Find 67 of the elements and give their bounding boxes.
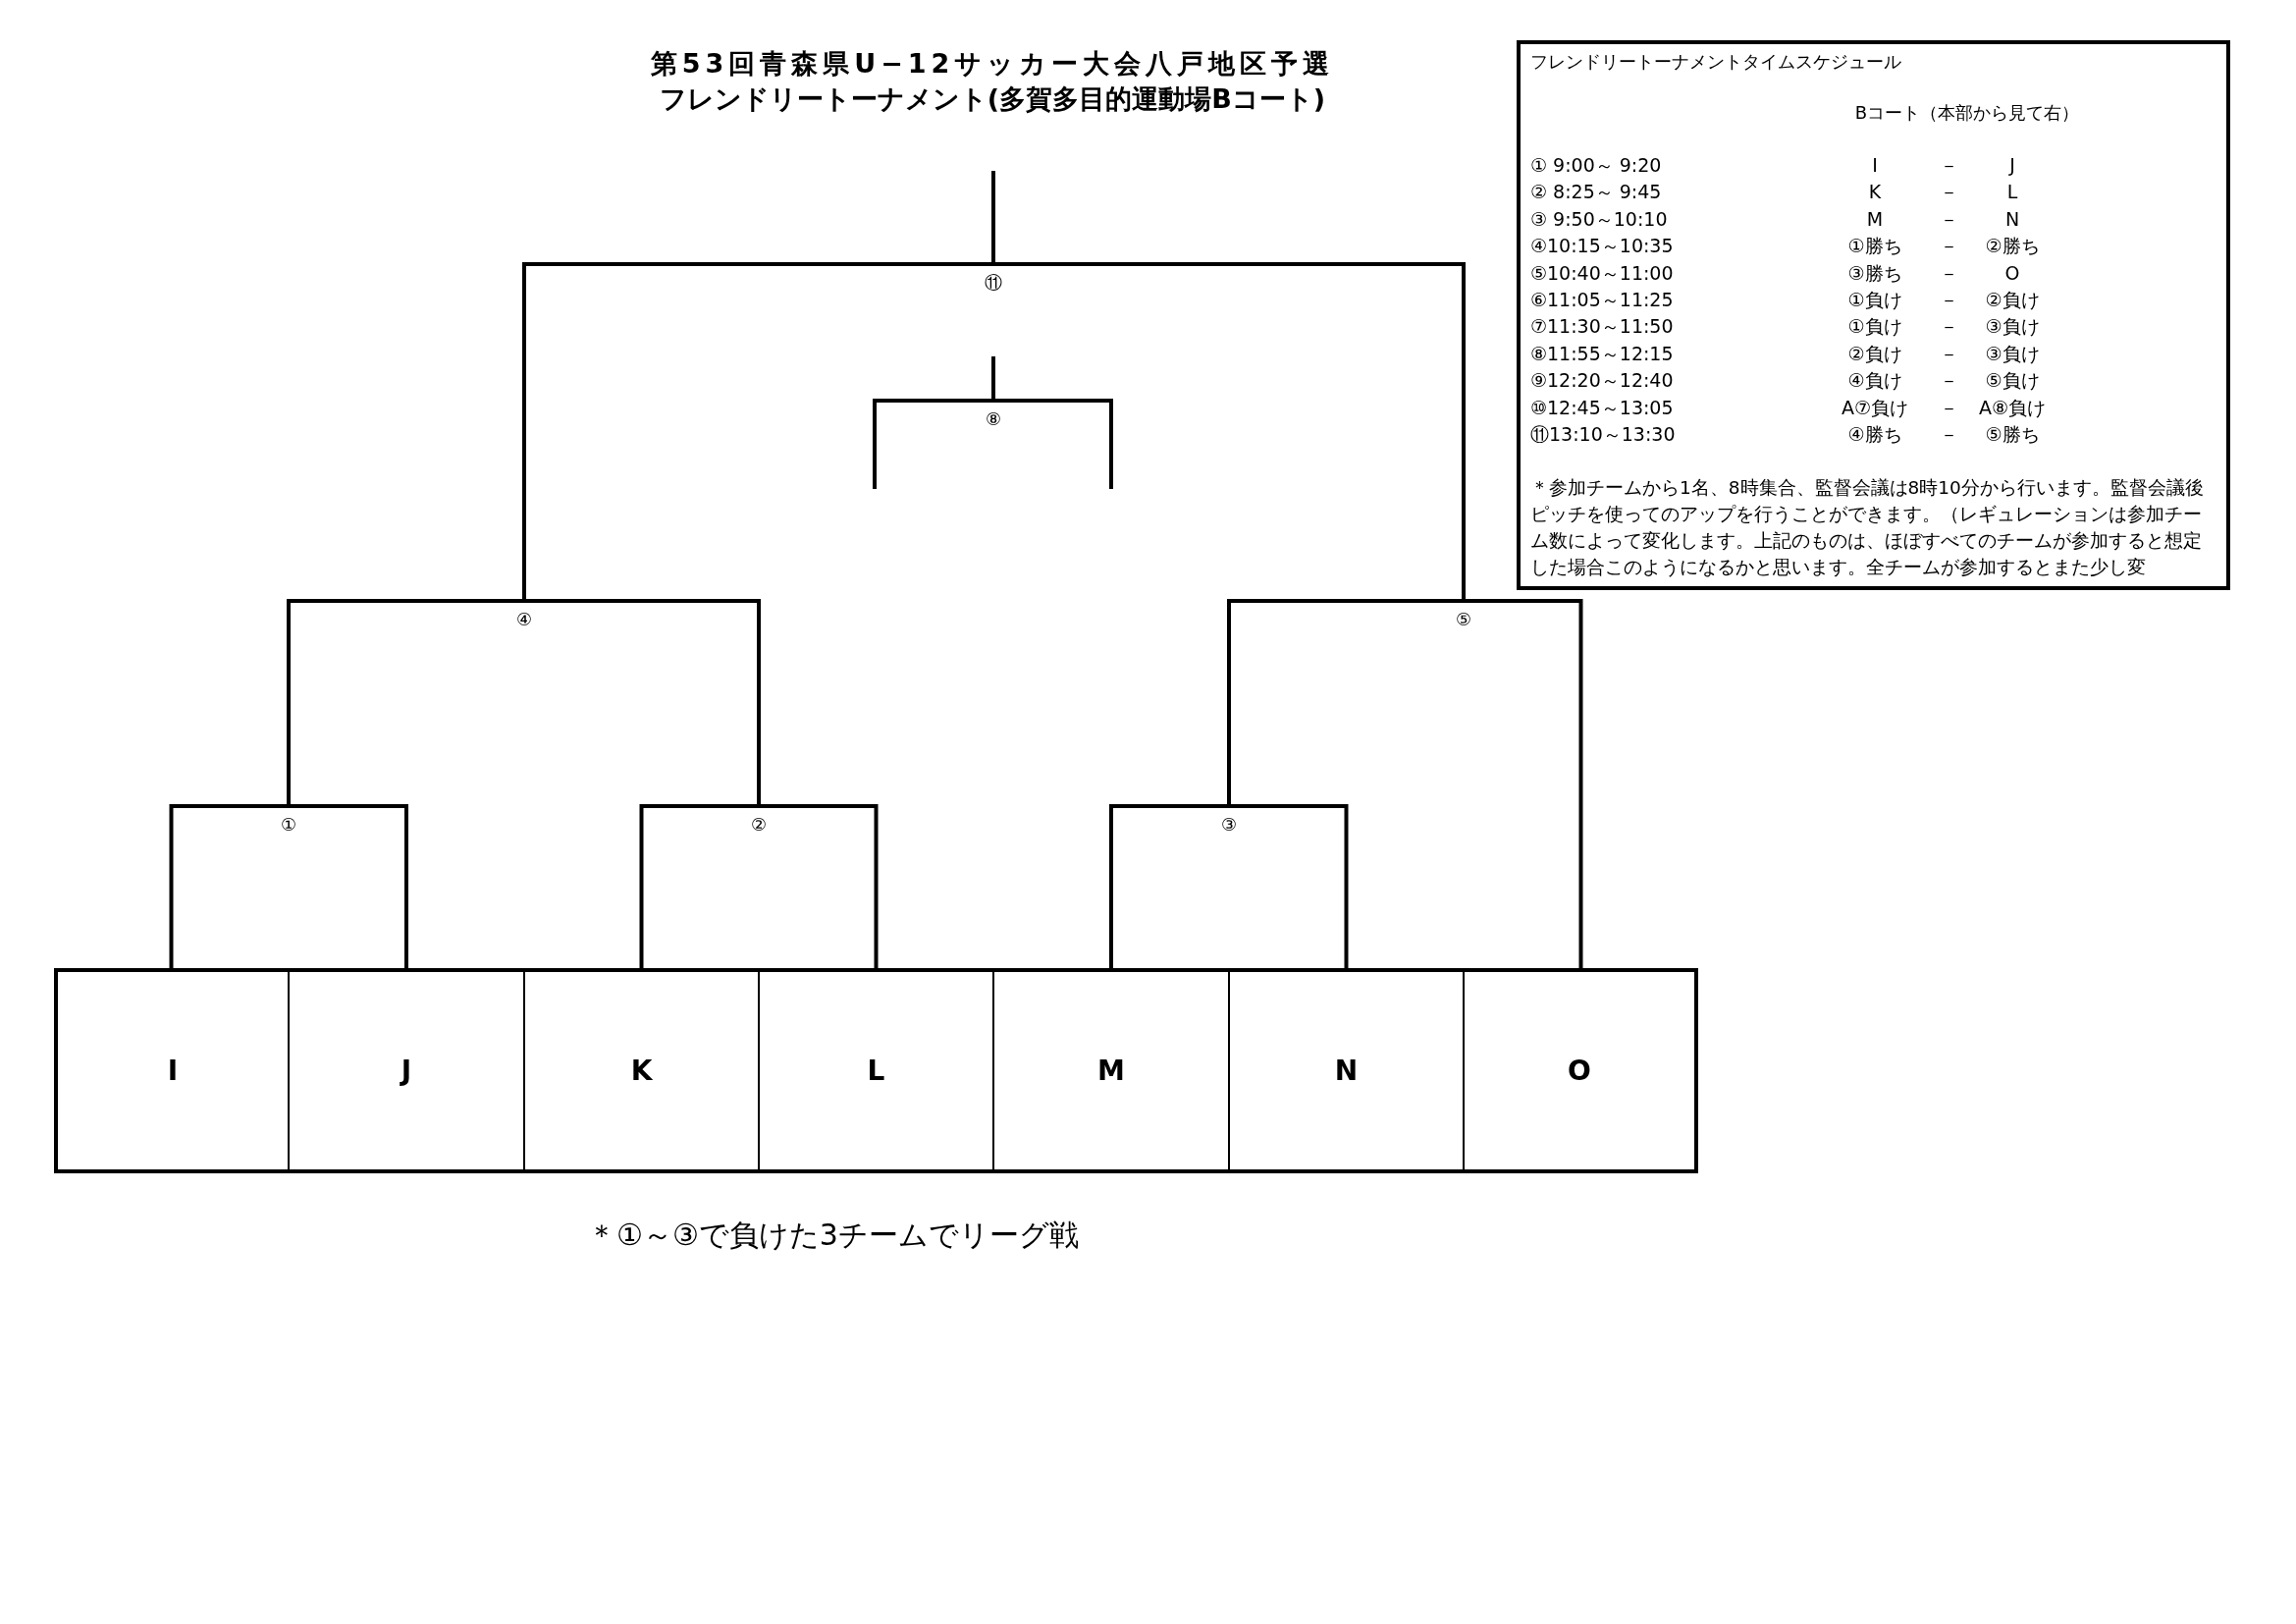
match-team: A⑦負け: [1842, 396, 1908, 419]
match-team: ⑤勝ち: [1985, 422, 2040, 446]
match-team: K: [1868, 180, 1882, 203]
match-team: L: [2006, 180, 2018, 203]
match-time: ⑤10:40～11:00: [1530, 261, 1674, 285]
match-team: J: [2009, 153, 2015, 177]
match-time: ⑧11:55～12:15: [1530, 342, 1674, 365]
team-cell: O: [1464, 968, 1698, 1173]
match-team: ④勝ち: [1847, 422, 1902, 446]
vs-dash: －: [1939, 396, 1958, 419]
vs-dash: －: [1939, 180, 1958, 203]
team-cell: N: [1229, 968, 1464, 1173]
team-cell: J: [289, 968, 524, 1173]
vs-dash: －: [1939, 288, 1958, 311]
match-time: ⑥11:05～11:25: [1530, 288, 1674, 311]
match-team: ③負け: [1985, 314, 2040, 338]
vs-dash: －: [1939, 234, 1958, 257]
court-label: Bコート（本部から見て右）: [1854, 101, 2080, 125]
title: 第53回青森県U−12サッカー大会八戸地区予選: [650, 47, 1335, 81]
match-team: N: [2004, 207, 2020, 231]
match-team: ①負け: [1847, 288, 1902, 311]
match-time: ⑨12:20～12:40: [1530, 368, 1674, 392]
schedule-title: フレンドリートーナメントタイムスケジュール: [1530, 50, 1901, 74]
match-time: ② 8:25～ 9:45: [1530, 180, 1662, 203]
match-team: ①負け: [1847, 314, 1902, 338]
match-team: ④負け: [1847, 368, 1902, 392]
match-team: I: [1872, 153, 1878, 177]
vs-dash: －: [1939, 261, 1958, 285]
team-cell: M: [993, 968, 1229, 1173]
match-team: A⑧負け: [1979, 396, 2046, 419]
match-team: M: [1866, 207, 1884, 231]
team-cell: I: [54, 968, 289, 1173]
bracket-line: [991, 354, 995, 403]
schedule-panel: [1517, 40, 2230, 590]
vs-dash: －: [1939, 207, 1958, 231]
match-team: ⑤負け: [1985, 368, 2040, 392]
match-number: ④: [515, 603, 533, 630]
match-time: ① 9:00～ 9:20: [1530, 153, 1662, 177]
match-number: ②: [750, 808, 768, 836]
match-team: O: [2004, 261, 2020, 285]
bracket-line: [991, 169, 995, 266]
match-time: ④10:15～10:35: [1530, 234, 1674, 257]
match-time: ⑪13:10～13:30: [1530, 422, 1676, 446]
match-team: ③勝ち: [1847, 261, 1902, 285]
team-cell: K: [524, 968, 759, 1173]
match-number: ⑪: [985, 266, 1002, 294]
match-number: ⑧: [985, 403, 1002, 430]
footnote: ＊①～③で負けた3チームでリーグ戦: [587, 1217, 1079, 1254]
match-team: ②負け: [1985, 288, 2040, 311]
subtitle: フレンドリートーナメント(多賀多目的運動場Bコート): [659, 82, 1326, 116]
vs-dash: －: [1939, 153, 1958, 177]
match-time: ⑦11:30～11:50: [1530, 314, 1674, 338]
match-number: ③: [1220, 808, 1238, 836]
vs-dash: －: [1939, 422, 1958, 446]
match-team: ①勝ち: [1847, 234, 1902, 257]
match-team: ②負け: [1847, 342, 1902, 365]
match-number: ⑤: [1455, 603, 1472, 630]
match-number: ①: [280, 808, 297, 836]
vs-dash: －: [1939, 342, 1958, 365]
team-cell: L: [759, 968, 993, 1173]
schedule-note: ＊参加チームから1名、8時集合、監督会議は8時10分から行います。監督会議後ピッチを使ってのアップを行うことができます。（レギュレーションは参加チーム数によって変化します。上記のものは、ほぼすべてのチームが参加すると想定した場合このようになるかと思います。全チームが参加するとまた少し変: [1530, 476, 2205, 579]
match-team: ②勝ち: [1985, 234, 2040, 257]
match-time: ③ 9:50～10:10: [1530, 207, 1668, 231]
vs-dash: －: [1939, 368, 1958, 392]
match-time: ⑩12:45～13:05: [1530, 396, 1674, 419]
vs-dash: －: [1939, 314, 1958, 338]
match-team: ③負け: [1985, 342, 2040, 365]
